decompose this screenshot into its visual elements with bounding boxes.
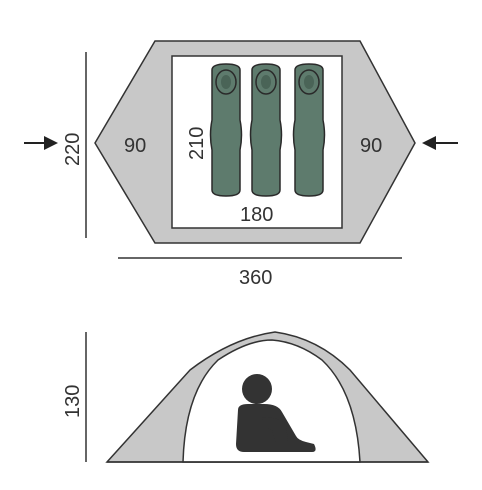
side-height-label: 130 [62, 385, 84, 418]
sleeping-bag [249, 63, 283, 197]
sleeping-bag [292, 63, 326, 197]
side-view: 130 [62, 331, 430, 463]
arrow-left-icon [422, 136, 458, 150]
inner-width-label: 180 [240, 204, 273, 226]
plan-view: 90 90 210 180 220 360 [24, 40, 458, 289]
sleeping-bags [209, 63, 326, 197]
seated-person-icon [236, 374, 316, 452]
vestibule-right-label: 90 [360, 135, 382, 157]
inner-length-label: 210 [186, 127, 208, 160]
vestibule-left-label: 90 [124, 135, 146, 157]
inner-tent-side [182, 339, 361, 463]
sleeping-bag [209, 63, 243, 197]
arrow-right-icon [24, 136, 58, 150]
total-length-label: 360 [239, 267, 272, 289]
plan-height-label: 220 [62, 133, 84, 166]
